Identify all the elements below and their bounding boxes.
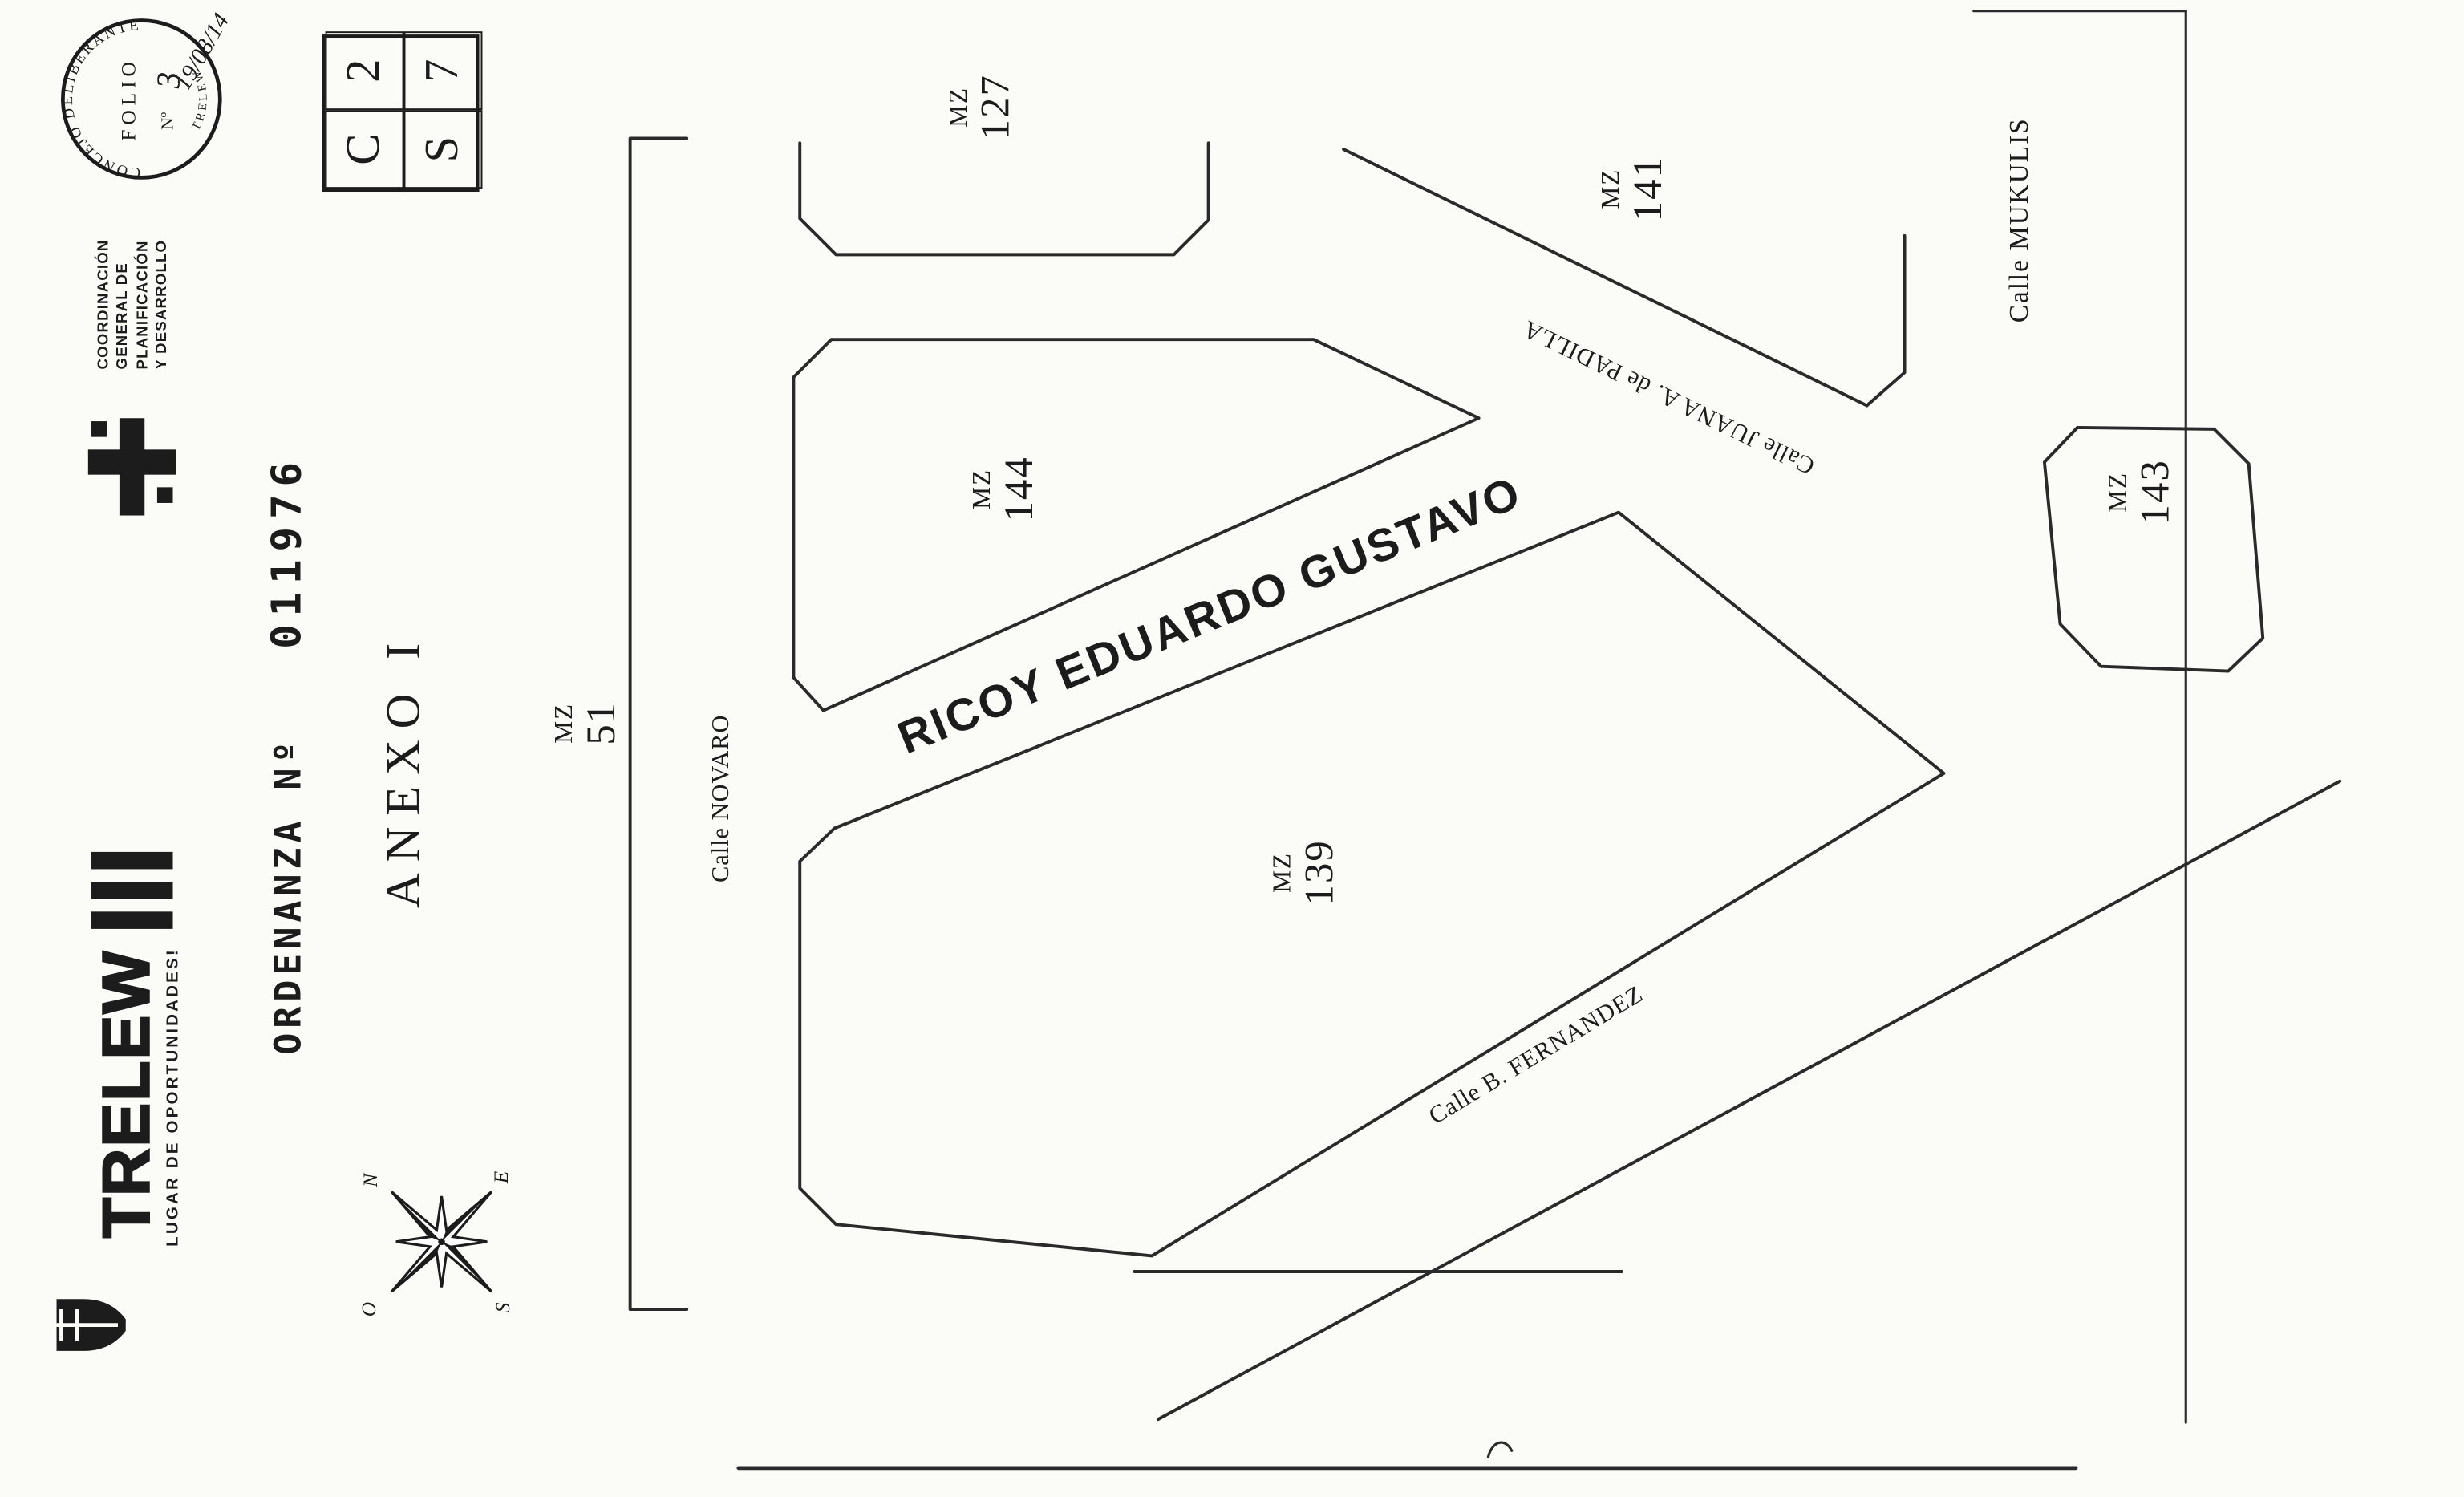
coordination-block: COORDINACIÓN GENERAL DE PLANIFICACIÓN Y … (79, 205, 188, 406)
stamp-ring (61, 18, 222, 180)
block-51-bracket (628, 136, 689, 1311)
grid-cell-7: 7 (403, 31, 483, 111)
grid-cell-c: C (325, 110, 404, 189)
cadastral-grid: C 2 S 7 (322, 31, 483, 193)
block-141-edge (1865, 233, 1907, 408)
street-label-fernandez: Calle B. FERNANDEZ (1424, 980, 1649, 1130)
grid-cell-s: S (403, 110, 483, 189)
municipal-crest-icon: TRELEW (56, 1299, 126, 1351)
stamp-folio-label: FOLIO (116, 57, 140, 140)
logo-bars-icon (91, 851, 173, 942)
grid-cell-2: 2 (325, 31, 404, 111)
trelew-tagline: LUGAR DE OPORTUNIDADES! (163, 947, 183, 1247)
block-139-outline (798, 510, 1946, 1258)
coordination-line: PLANIFICACIÓN (133, 240, 152, 371)
street-padilla-line (1342, 148, 1869, 408)
street-label-mukulis: Calle MUKULIS (2003, 117, 2034, 323)
block-143-outline (2042, 425, 2265, 673)
ordenanza-title: ORDENANZA Nº 011976 (239, 401, 336, 1109)
stamp-folio-number: 3 (149, 72, 186, 90)
block-144-outline (792, 338, 1481, 712)
coordination-line: Y DESARROLLO (152, 240, 171, 371)
compass-west-label: O (357, 1302, 380, 1316)
coordination-line: COORDINACIÓN (95, 240, 112, 371)
ordenanza-label: ORDENANZA Nº (269, 736, 310, 1055)
concejo-stamp: CONCEJO DELIBERANTE TRELEW FOLIO Nº 3 (59, 17, 222, 181)
pen-mark (1486, 1441, 1514, 1458)
stamp-number-label: Nº (158, 112, 177, 130)
street-label-padilla: Calle JUANA A. de PADILLA (1518, 314, 1819, 480)
handwritten-date: 19/08/14 (172, 9, 236, 95)
municipal-cross-icon (87, 418, 176, 516)
coordination-line: GENERAL DE (114, 262, 132, 371)
anexo-title: ANEXO I (375, 632, 431, 908)
owner-name-headline: RICOY EDUARDO GUSTAVO (890, 467, 1529, 764)
street-fernandez-south-line (1156, 779, 2342, 1422)
ordenanza-number: 011976 (264, 454, 311, 649)
compass-east-label: E (489, 1170, 513, 1184)
compass-north-label: N (359, 1172, 382, 1188)
compass-south-label: S (491, 1302, 514, 1312)
compass-rose: N E S O (357, 1170, 514, 1316)
street-label-novaro: Calle NOVARO (707, 713, 734, 882)
block-127-outline (798, 141, 1210, 257)
